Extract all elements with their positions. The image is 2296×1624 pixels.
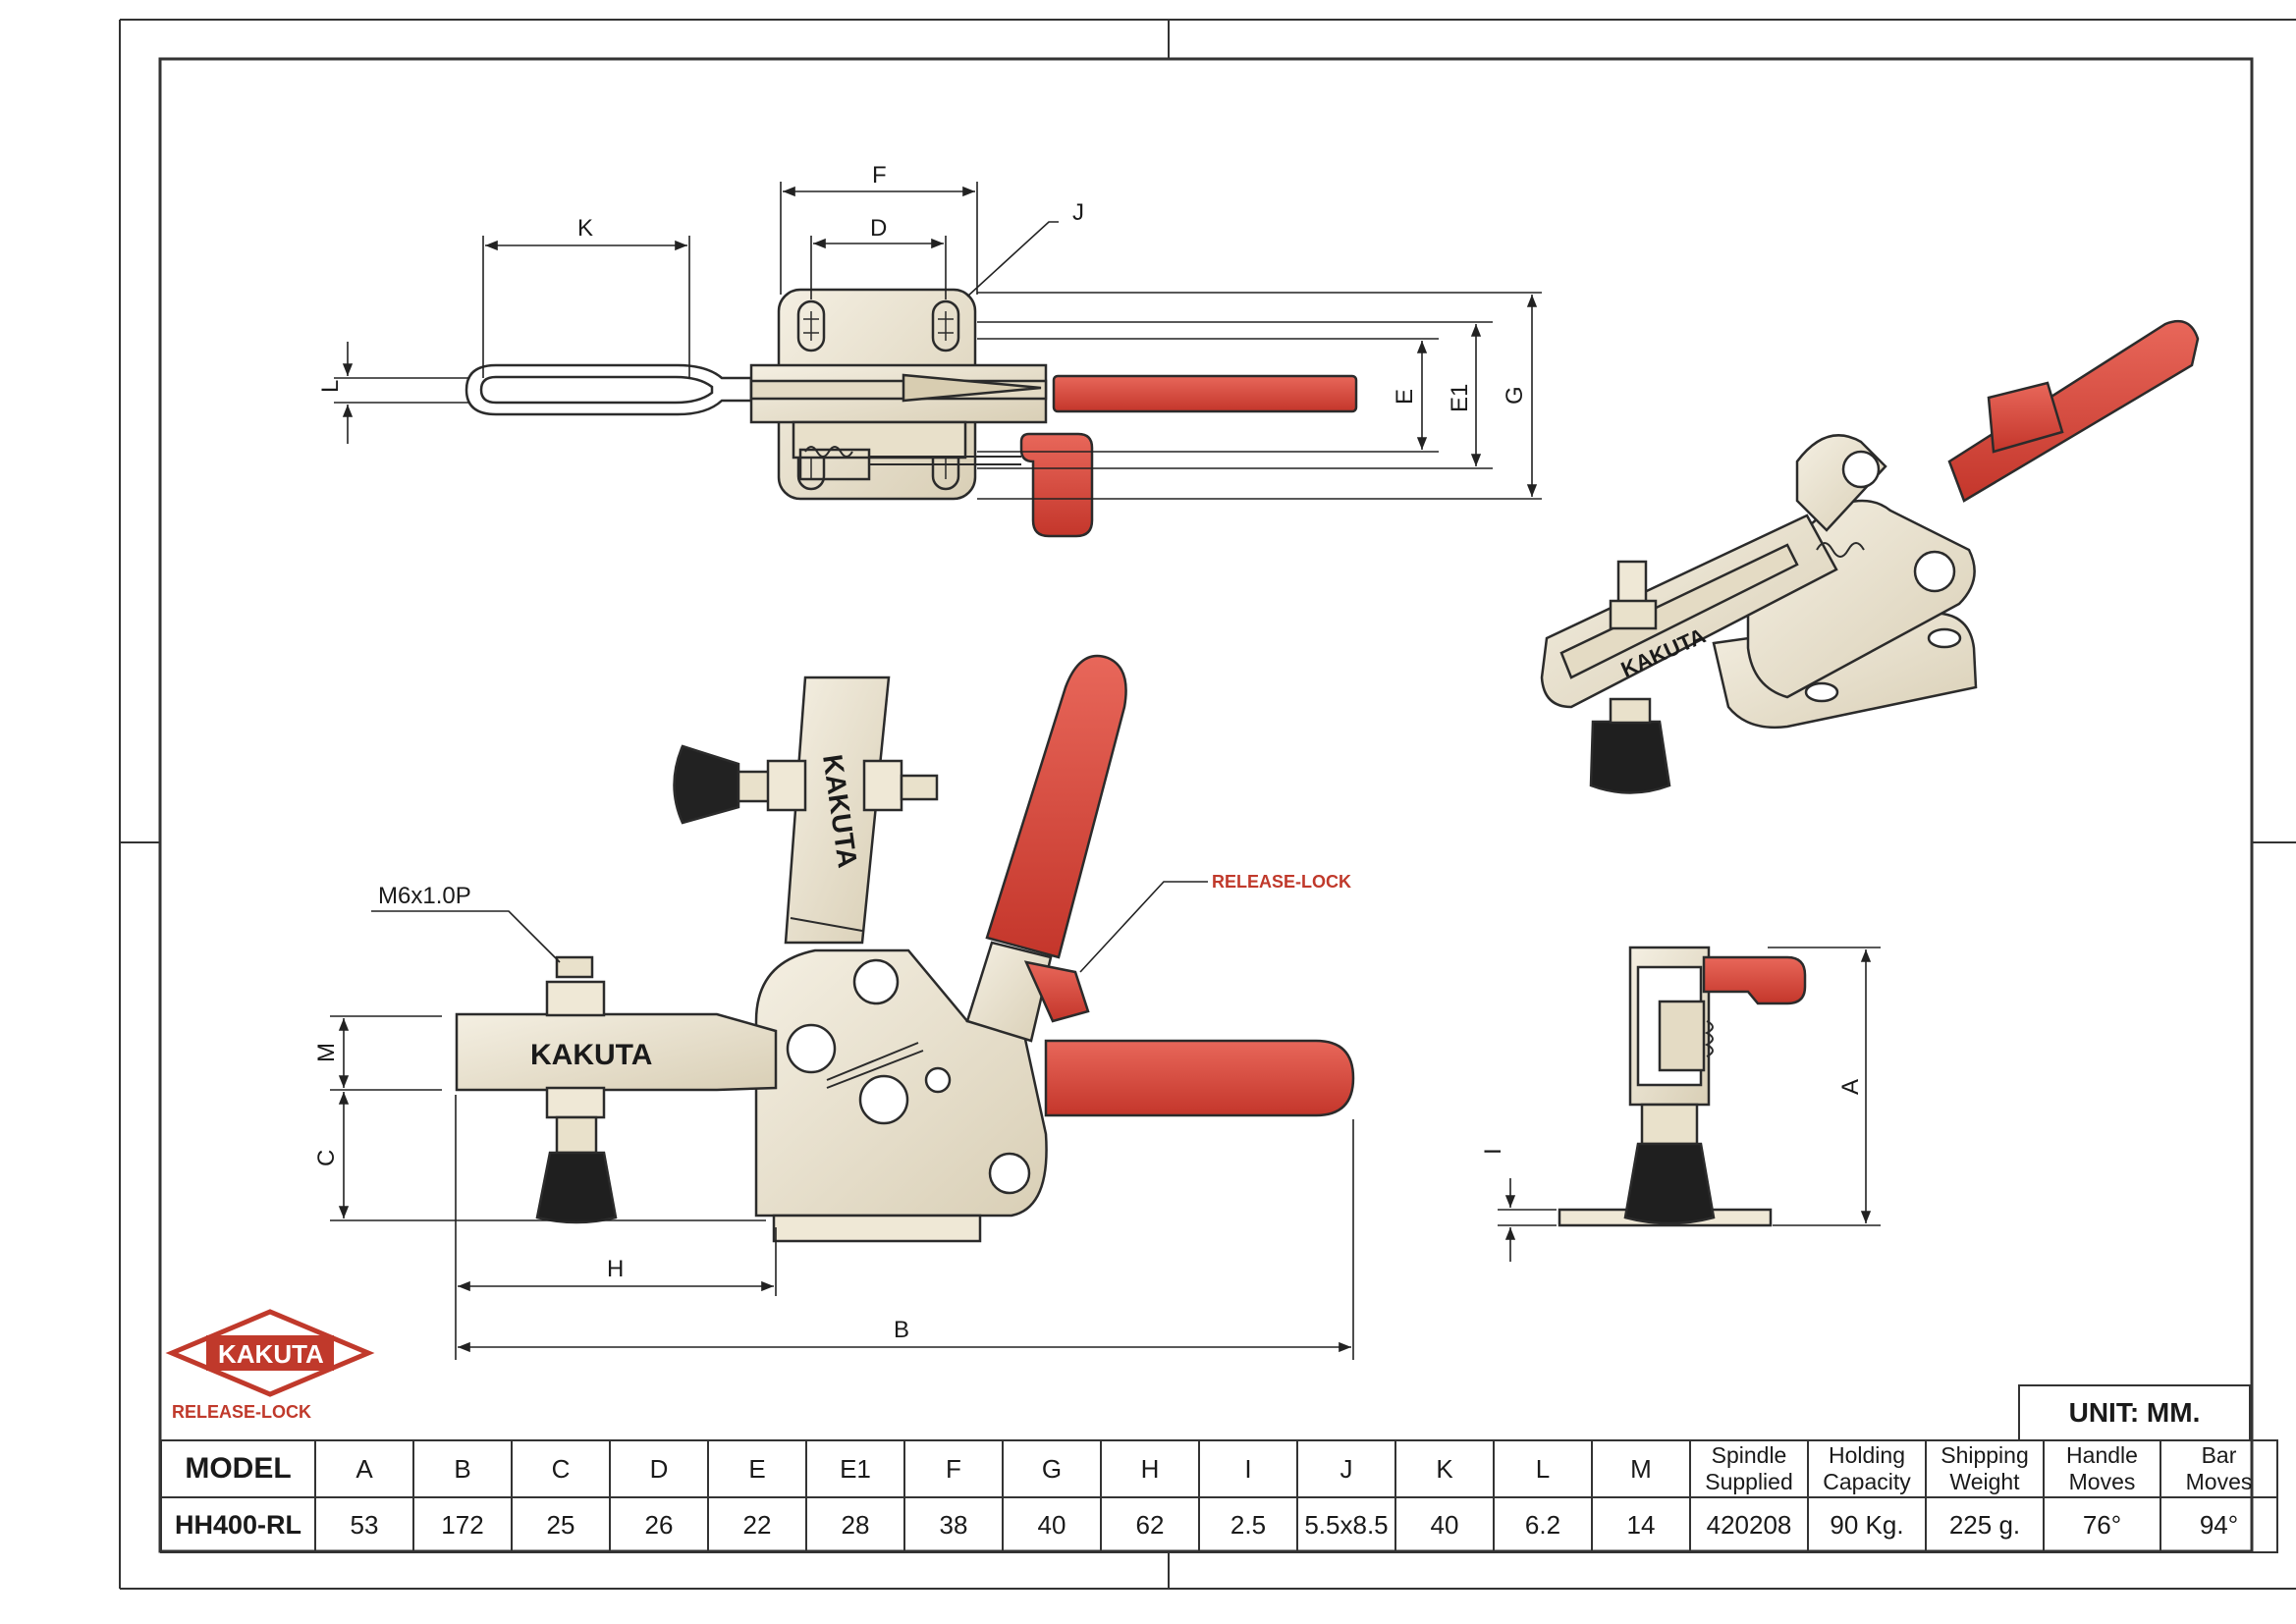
handle-upright	[985, 654, 1127, 959]
header-I: I	[1198, 1439, 1298, 1498]
header-A: A	[314, 1439, 414, 1498]
logo-brand: KAKUTA	[218, 1339, 324, 1369]
value-C: 25	[511, 1496, 611, 1553]
pivot-5	[924, 1066, 952, 1094]
top-view	[465, 288, 1358, 538]
spec-table-value-row: HH400-RL 53 172 25 26 22 28 38 40 62 2.5…	[160, 1496, 2278, 1553]
spindle-rubber-tip-lower	[535, 1151, 618, 1224]
base-plate-side	[772, 1214, 982, 1243]
value-E1: 28	[805, 1496, 905, 1553]
value-B: 172	[412, 1496, 513, 1553]
end-view	[1558, 946, 1807, 1227]
value-I: 2.5	[1198, 1496, 1298, 1553]
dim-label-F: F	[872, 162, 887, 189]
dim-label-A: A	[1837, 1079, 1864, 1095]
spec-table-header-row: MODEL A B C D E E1 F G H I J K L M Spind…	[160, 1439, 2278, 1498]
thread-callout: M6x1.0P	[378, 883, 471, 909]
iso-handle	[1947, 319, 2200, 503]
clamp-bar-loop	[465, 363, 753, 416]
dim-label-D: D	[870, 215, 887, 242]
pivot-3	[858, 1074, 909, 1125]
value-F: 38	[903, 1496, 1004, 1553]
header-B: B	[412, 1439, 513, 1498]
header-E: E	[707, 1439, 807, 1498]
header-K: K	[1394, 1439, 1495, 1498]
dim-label-K: K	[577, 215, 593, 242]
value-G: 40	[1002, 1496, 1102, 1553]
dim-label-J: J	[1072, 199, 1084, 226]
header-E1: E1	[805, 1439, 905, 1498]
pivot-1	[852, 958, 900, 1005]
value-bar: 94°	[2159, 1496, 2278, 1553]
dim-label-E1: E1	[1447, 384, 1473, 412]
dim-label-E: E	[1392, 389, 1418, 405]
slot-tl	[796, 299, 826, 352]
sheet-border	[119, 19, 2296, 1590]
header-C: C	[511, 1439, 611, 1498]
dim-label-G: G	[1502, 386, 1528, 405]
header-L: L	[1493, 1439, 1593, 1498]
handle-top-view	[1052, 374, 1358, 413]
value-handle: 76°	[2043, 1496, 2161, 1553]
end-release-lever	[1702, 955, 1807, 1005]
dim-label-H: H	[607, 1256, 624, 1282]
top-view-dimensions	[334, 182, 1542, 500]
pivot-4	[988, 1152, 1031, 1195]
value-L: 6.2	[1493, 1496, 1593, 1553]
handle-horizontal	[1044, 1039, 1355, 1117]
header-H: H	[1100, 1439, 1200, 1498]
release-lock-collar	[1023, 960, 1090, 1023]
value-D: 26	[609, 1496, 709, 1553]
dim-label-C: C	[313, 1150, 340, 1166]
end-rubber-tip	[1623, 1142, 1716, 1225]
side-view	[455, 654, 1355, 1243]
pivot-2	[786, 1023, 837, 1074]
value-M: 14	[1591, 1496, 1691, 1553]
bar-brand-text: KAKUTA	[530, 1039, 652, 1071]
value-H: 62	[1100, 1496, 1200, 1553]
spec-table: MODEL A B C D E E1 F G H I J K L M Spind…	[160, 1439, 2278, 1553]
value-model: HH400-RL	[160, 1496, 316, 1553]
release-lock-callout: RELEASE-LOCK	[1212, 872, 1351, 892]
clamp-bar-open	[784, 676, 891, 945]
iso-handle-grip	[1987, 381, 2064, 454]
isometric-view	[1540, 319, 2200, 794]
dim-label-M: M	[313, 1043, 340, 1062]
kakuta-logo: KAKUTA RELEASE-LOCK	[165, 1309, 375, 1422]
slot-tr	[931, 299, 960, 352]
clamp-bar-closed	[455, 1012, 778, 1092]
value-holding: 90 Kg.	[1807, 1496, 1927, 1553]
header-J: J	[1296, 1439, 1396, 1498]
logo-tagline: RELEASE-LOCK	[172, 1402, 311, 1422]
value-spindle: 420208	[1689, 1496, 1809, 1553]
value-A: 53	[314, 1496, 414, 1553]
value-J: 5.5x8.5	[1296, 1496, 1396, 1553]
header-G: G	[1002, 1439, 1102, 1498]
dim-label-B: B	[894, 1317, 909, 1343]
iso-rubber-tip	[1589, 720, 1671, 794]
unit-label: UNIT: MM.	[2018, 1384, 2251, 1439]
header-D: D	[609, 1439, 709, 1498]
value-shipping: 225 g.	[1925, 1496, 2045, 1553]
side-view-dimensions	[330, 881, 1354, 1360]
end-view-dimensions	[1498, 947, 1881, 1262]
header-M: M	[1591, 1439, 1691, 1498]
spindle-rubber-tip-upper	[673, 744, 740, 825]
dim-label-L: L	[317, 380, 344, 393]
dim-label-I: I	[1480, 1148, 1506, 1155]
value-K: 40	[1394, 1496, 1495, 1553]
value-E: 22	[707, 1496, 807, 1553]
lock-lever-top	[1019, 432, 1094, 538]
header-F: F	[903, 1439, 1004, 1498]
header-model: MODEL	[160, 1439, 316, 1498]
